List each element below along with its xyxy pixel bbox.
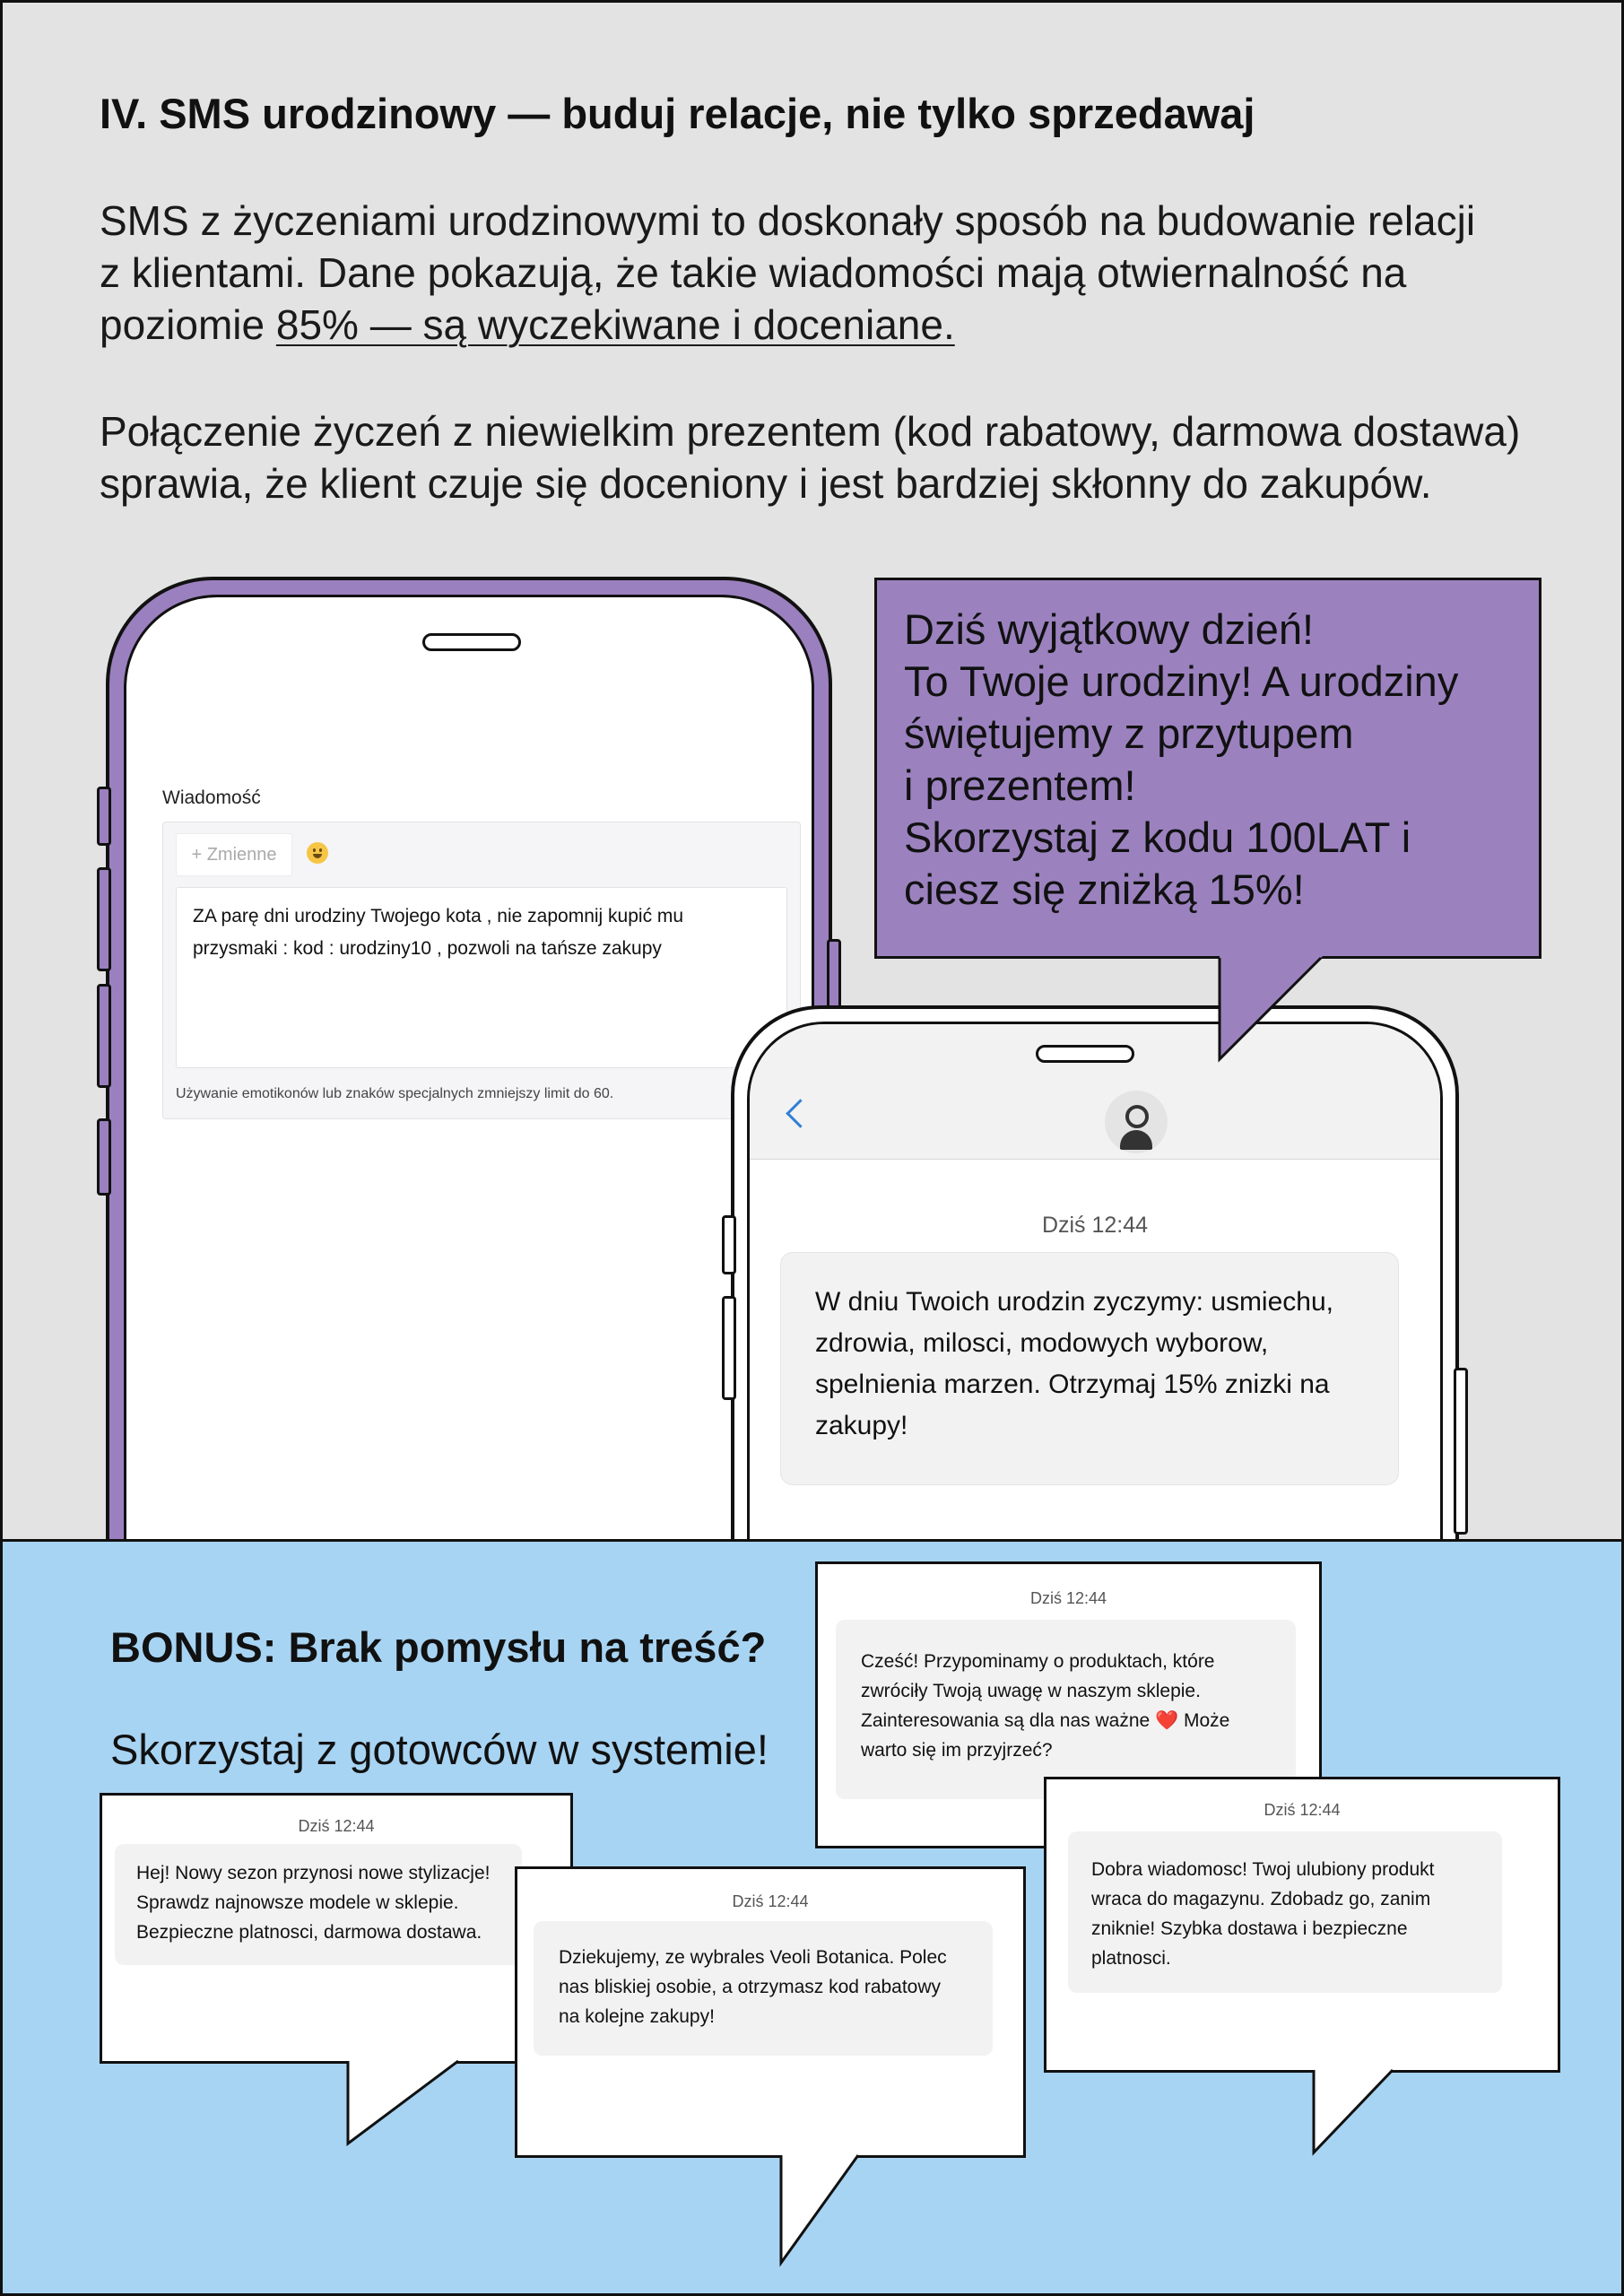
avatar-body [1120,1130,1152,1150]
callout-line: To Twoje urodziny! A urodziny [904,657,1459,705]
card-timestamp: Dziś 12:44 [1264,1801,1341,1819]
card-timestamp: Dziś 12:44 [732,1892,809,1910]
message-timestamp: Dziś 12:44 [1041,1213,1149,1238]
bonus-title: BONUS: Brak pomysłu na treść? [110,1623,767,1671]
message-label: Wiadomość [162,787,261,808]
contact-avatar-icon[interactable] [1105,1091,1168,1153]
card-bubble [1068,1831,1502,1993]
emoji-limit-hint: Używanie emotikonów lub znaków specjalny… [176,1086,614,1101]
card-tail [779,2154,860,2267]
callout-line: świętujemy z przytupem [904,709,1354,757]
card-text: Dobra wiadomosc! Twoj ulubiony produkt w… [1091,1859,1435,1969]
callout-line: i prezentem! [904,761,1136,809]
card-timestamp: Dziś 12:44 [298,1817,375,1835]
intro-line-1: SMS z życzeniami urodzinowymi to doskona… [100,197,1476,244]
card-timestamp: Dziś 12:44 [1029,1589,1107,1607]
message-text: ZA parę dni urodziny Twojego kota , nie … [193,906,684,959]
variables-button[interactable]: + Zmienne [176,833,292,876]
bonus-subtitle: Skorzystaj z gotowców w systemie! [110,1726,769,1773]
card-tail [1312,2068,1394,2156]
callout-text: Dziś wyjątkowy dzień! To Twoje urodziny!… [904,604,1523,916]
callout-line: Dziś wyjątkowy dzień! [904,605,1315,653]
intro-highlight: 85% — są wyczekiwane i doceniane. [275,301,955,348]
template-card[interactable]: Dziś 12:44 Dziekujemy, ze wybrales Veoli… [515,1866,1026,2158]
callout-line: ciesz się zniżką 15%! [904,865,1305,913]
callout-tail [1218,955,1324,1063]
intro-line-2: z klientami. Dane pokazują, że takie wia… [100,249,1407,296]
phone-side-button [97,787,111,846]
back-arrow-icon[interactable] [786,1099,815,1128]
intro-line-3-prefix: poziomie [100,301,276,348]
editor-phone-mockup: Wiadomość + Zmienne ZA parę dni urodziny… [97,577,841,1653]
template-card[interactable]: Dziś 12:44 Dobra wiadomosc! Twoj ulubion… [1044,1777,1560,2073]
phone-side-button [1454,1368,1468,1535]
phone-side-button [97,984,111,1088]
phone-side-button [722,1296,736,1400]
card-tail [346,2059,459,2146]
intro-paragraph: SMS z życzeniami urodzinowymi to doskona… [100,195,1570,351]
emoji-mouth [313,854,322,858]
message-textarea[interactable]: ZA parę dni urodziny Twojego kota , nie … [176,887,787,1068]
message-editor: + Zmienne ZA parę dni urodziny Twojego k… [162,822,801,1119]
avatar-head [1125,1105,1149,1128]
sms-message-text: W dniu Twoich urodzin zyczymy: usmiechu,… [815,1287,1333,1440]
phone-speaker [422,633,521,651]
phone-side-button [97,867,111,971]
section-heading: IV. SMS urodzinowy — buduj relacje, nie … [100,90,1255,137]
card-bubble [115,1844,522,1965]
emoji-icon[interactable] [307,842,328,864]
phone-side-button [97,1118,111,1196]
template-card[interactable]: Dziś 12:44 Hej! Nowy sezon przynosi nowe… [100,1793,573,2064]
editor-phone-screen: Wiadomość + Zmienne ZA parę dni urodziny… [124,595,814,1649]
card-text: Cześć! Przypominamy o produktach, które … [861,1651,1230,1761]
callout-line: Skorzystaj z kodu 100LAT i [904,813,1411,861]
sms-message-bubble: W dniu Twoich urodzin zyczymy: usmiechu,… [780,1252,1399,1485]
card-text: Hej! Nowy sezon przynosi nowe stylizacje… [136,1863,491,1943]
phone-side-button [722,1215,736,1274]
card-text: Dziekujemy, ze wybrales Veoli Botanica. … [559,1947,947,2027]
card-bubble [836,1620,1296,1799]
birthday-callout-bubble: Dziś wyjątkowy dzień! To Twoje urodziny!… [874,578,1541,959]
card-bubble [534,1921,993,2056]
sms-header [750,1024,1440,1160]
gift-paragraph: Połączenie życzeń z niewielkim prezentem… [100,408,1521,507]
phone-speaker [1036,1045,1134,1063]
